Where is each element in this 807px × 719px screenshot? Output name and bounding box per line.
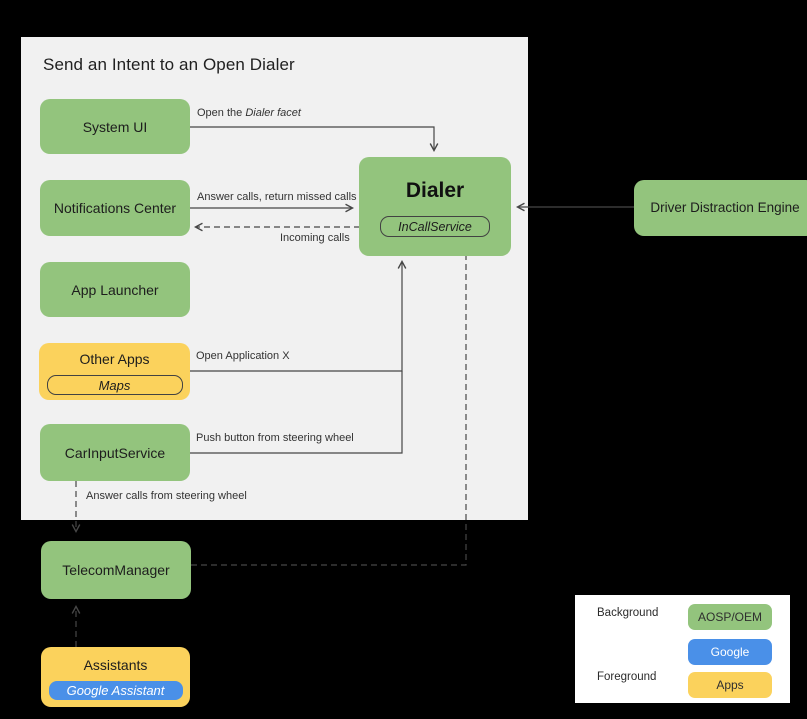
legend-chip-google: Google — [688, 639, 772, 665]
node-system-ui: System UI — [40, 99, 190, 154]
node-label: Dialer — [405, 179, 465, 202]
node-google-assistant-chip: Google Assistant — [48, 681, 183, 700]
legend-chip-aosp-oem: AOSP/OEM — [688, 604, 772, 630]
node-driver-distraction-engine: Driver Distraction Engine — [634, 180, 807, 236]
edge-label-text: Open the — [197, 107, 246, 119]
edge-label-open-dialer-facet: Open the Dialer facet — [197, 107, 301, 119]
node-label: System UI — [82, 118, 148, 135]
edge-label-answer-calls: Answer calls, return missed calls — [197, 191, 357, 203]
node-label: Other Apps — [79, 351, 150, 367]
edge-label-open-application-x: Open Application X — [196, 350, 290, 362]
node-car-input-service: CarInputService — [40, 424, 190, 481]
edge-label-answer-from-wheel: Answer calls from steering wheel — [86, 490, 247, 502]
node-label: TelecomManager — [62, 562, 170, 578]
node-label: Driver Distraction Engine — [650, 199, 800, 215]
edge-label-incoming-calls: Incoming calls — [280, 232, 350, 244]
legend-chip-apps: Apps — [688, 672, 772, 698]
node-dialer: Dialer InCallService — [359, 157, 511, 256]
edge-label-italic: Dialer facet — [245, 107, 301, 119]
page-title: Send an Intent to an Open Dialer — [43, 55, 295, 74]
node-maps-chip: Maps — [46, 375, 183, 395]
node-app-launcher: App Launcher — [40, 262, 190, 317]
legend-foreground-label: Foreground — [597, 671, 657, 683]
legend-background-label: Background — [597, 607, 659, 619]
node-other-apps: Other Apps Maps — [39, 343, 190, 400]
node-assistants: Assistants Google Assistant — [41, 647, 190, 707]
node-label: App Launcher — [71, 281, 159, 298]
node-telecom-manager: TelecomManager — [41, 541, 191, 599]
node-notifications-center: Notifications Center — [40, 180, 190, 236]
node-label: CarInputService — [64, 444, 166, 461]
node-label: Assistants — [83, 657, 148, 673]
edge-label-push-button: Push button from steering wheel — [196, 432, 354, 444]
node-label: Notifications Center — [53, 200, 177, 216]
node-incallservice-chip: InCallService — [380, 216, 490, 237]
